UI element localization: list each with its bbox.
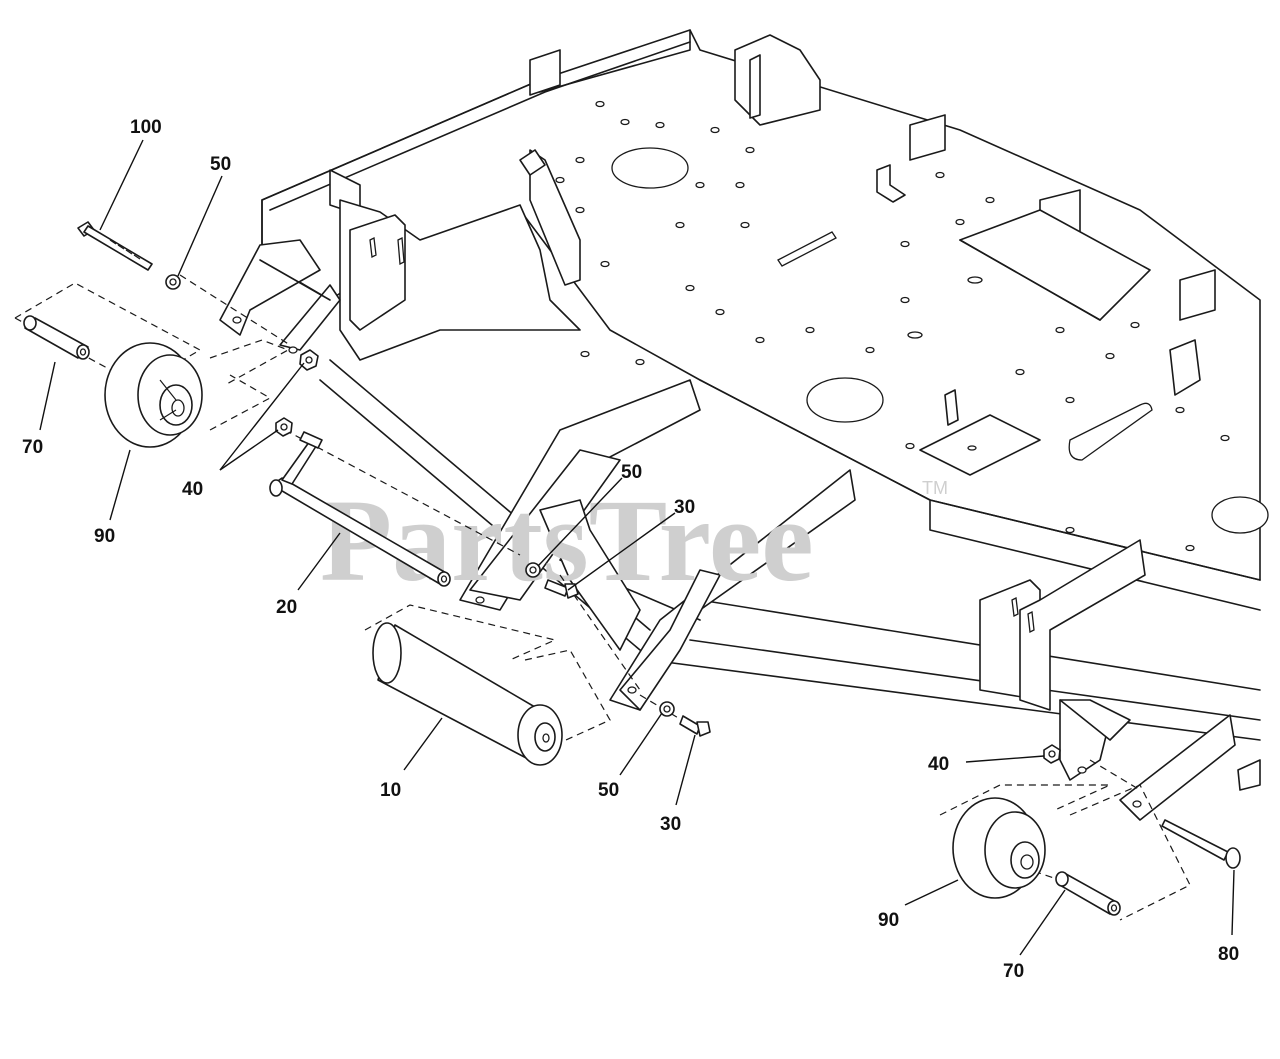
callout-40-nuts-left: 40 [182, 479, 203, 500]
callout-70-spacer-left: 70 [22, 437, 43, 458]
part-90-wheel-left[interactable] [104, 342, 203, 448]
part-10-roller[interactable] [372, 622, 563, 766]
callout-30-bolt-center: 30 [674, 497, 695, 518]
part-80-pin[interactable] [1161, 819, 1241, 869]
watermark-trademark: TM [922, 478, 948, 498]
part-50-washer-lower[interactable] [659, 701, 675, 717]
part-90-wheel-right[interactable] [952, 797, 1046, 899]
callout-50-washer-lower: 50 [598, 780, 619, 801]
callout-20-shaft: 20 [276, 597, 297, 618]
part-50-washer-top[interactable] [165, 274, 181, 290]
callout-70-spacer-right: 70 [1003, 961, 1024, 982]
deck-holes [550, 100, 1230, 552]
callout-leaders [39, 139, 1235, 956]
part-30-bolt-lower[interactable] [679, 715, 711, 737]
part-30-bolt-center[interactable] [544, 579, 579, 599]
callout-50-washer-center: 50 [621, 462, 642, 483]
callout-labels: 100 50 70 90 40 20 50 30 10 50 30 40 90 … [22, 117, 1239, 982]
part-100-bolt[interactable] [77, 221, 153, 271]
callout-100: 100 [130, 117, 162, 138]
part-40-nut-right[interactable] [1043, 744, 1061, 764]
callout-40-nut-right: 40 [928, 754, 949, 775]
callout-30-bolt-lower: 30 [660, 814, 681, 835]
part-70-spacer-left[interactable] [23, 315, 90, 360]
callout-90-wheel-right: 90 [878, 910, 899, 931]
callout-90-wheel-left: 90 [94, 526, 115, 547]
part-40-nut-upper[interactable] [299, 349, 319, 371]
callout-10-roller: 10 [380, 780, 401, 801]
part-40-nut-lower[interactable] [275, 417, 293, 437]
callout-80-pin: 80 [1218, 944, 1239, 965]
callout-50-washer-top: 50 [210, 154, 231, 175]
part-50-washer-center[interactable] [525, 562, 541, 578]
mower-deck [219, 29, 1269, 821]
part-20-roller-shaft[interactable] [269, 431, 451, 587]
part-70-spacer-right[interactable] [1055, 871, 1121, 916]
